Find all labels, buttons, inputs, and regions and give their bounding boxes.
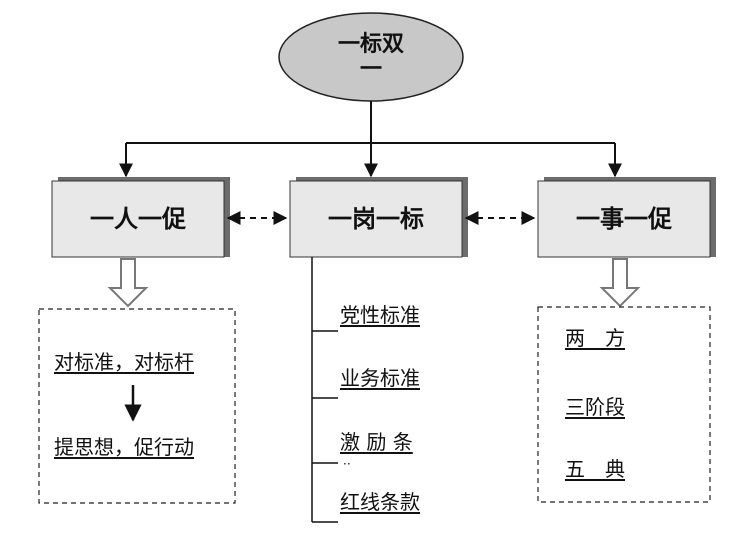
right-dashed-panel (537, 306, 711, 503)
left-box (51, 180, 225, 258)
right-panel-item-3: 五 典 (565, 457, 625, 481)
right-panel-item-1: 两 方 (565, 326, 625, 350)
left-panel-line1: 对标准，对标杆 (54, 350, 194, 374)
root-title-line2: 一 (359, 57, 382, 82)
root-title-line1: 一标双 (337, 32, 404, 57)
center-list-item-3: 激 励 条 (340, 430, 413, 454)
hollow-arrow-left (107, 258, 149, 308)
center-list-item-4: 红线条款 (340, 490, 420, 514)
center-box-title: 一岗一标 (328, 205, 424, 233)
center-list-item-2: 业务标准 (340, 366, 420, 390)
center-list-item-1: 党性标准 (340, 303, 420, 327)
left-panel-line2: 提思想，促行动 (54, 435, 194, 459)
right-box-title: 一事一促 (576, 205, 672, 233)
right-panel-item-2: 三阶段 (565, 395, 625, 419)
hollow-arrow-right (599, 258, 641, 308)
left-box-title: 一人一促 (90, 205, 186, 233)
center-list-fragment: ·· (343, 457, 351, 471)
center-box (289, 180, 463, 258)
right-box (537, 180, 711, 258)
left-dashed-panel (38, 308, 236, 504)
